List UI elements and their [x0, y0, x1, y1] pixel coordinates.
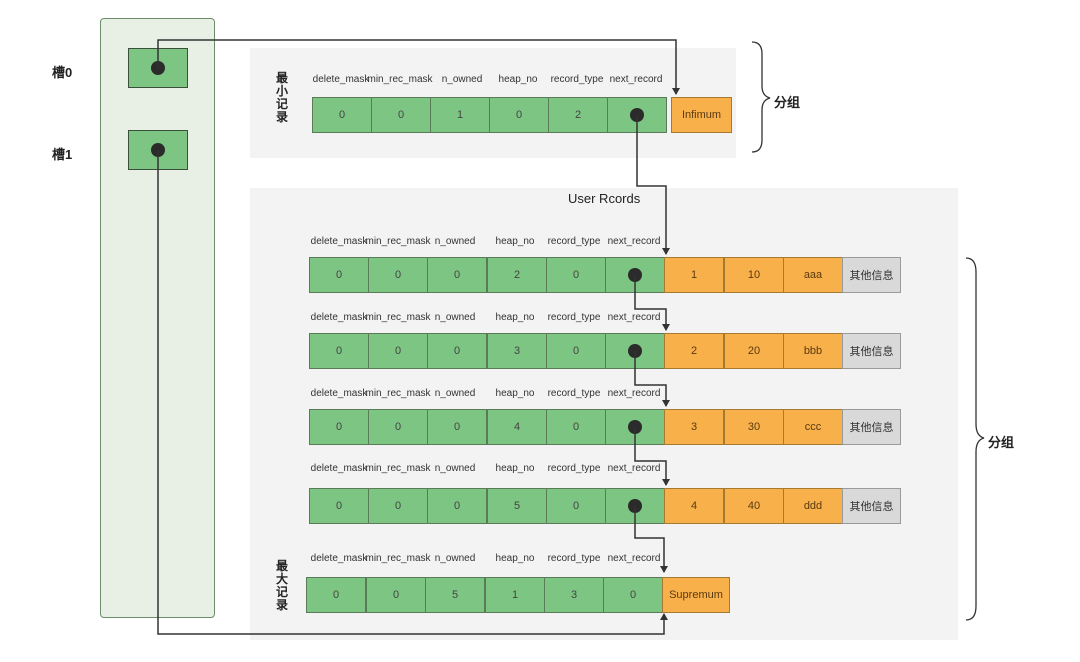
supremum-cell-n-owned: 5	[425, 577, 485, 613]
row-2-header-min-rec-mask: min_rec_mask	[365, 312, 431, 323]
infimum-next-arrow	[636, 115, 670, 255]
row-4-other-info: 其他信息	[842, 488, 901, 524]
row-2-cell-delete-mask: 0	[309, 333, 369, 369]
row-4-header-n-owned: n_owned	[434, 463, 476, 474]
row-2-data-2: 20	[724, 333, 784, 369]
infimum-header-n-owned: n_owned	[441, 74, 483, 85]
row-4-cell-record-type: 0	[546, 488, 606, 524]
row-1-header-heap-no: heap_no	[495, 236, 535, 247]
row-4-cell-min-rec-mask: 0	[368, 488, 428, 524]
row-4-header-next-record: next_record	[607, 463, 661, 474]
row-1-next-arrow	[634, 275, 670, 331]
row-3-data-1: 3	[664, 409, 724, 445]
supremum-header-next-record: next_record	[607, 553, 661, 564]
row-1-data-2: 10	[724, 257, 784, 293]
row-1-other-info: 其他信息	[842, 257, 901, 293]
row-4-cell-n-owned: 0	[427, 488, 487, 524]
row-2-data-1: 2	[664, 333, 724, 369]
row-4-header-record-type: record_type	[547, 463, 601, 474]
row-2-cell-record-type: 0	[546, 333, 606, 369]
supremum-cell-next-record: 0	[603, 577, 663, 613]
row-2-header-heap-no: heap_no	[495, 312, 535, 323]
row-1-data-3: aaa	[783, 257, 843, 293]
row-2-cell-n-owned: 0	[427, 333, 487, 369]
row-3-cell-delete-mask: 0	[309, 409, 369, 445]
row-3-next-arrow	[634, 427, 670, 486]
infimum-header-record-type: record_type	[550, 74, 604, 85]
row-3-cell-heap-no: 4	[487, 409, 547, 445]
row-1-header-record-type: record_type	[547, 236, 601, 247]
row-3-header-heap-no: heap_no	[495, 388, 535, 399]
group-label-top: 分组	[774, 95, 801, 110]
row-4-header-min-rec-mask: min_rec_mask	[365, 463, 431, 474]
infimum-header-min-rec-mask: min_rec_mask	[367, 74, 433, 85]
supremum-cell-record-type: 3	[544, 577, 604, 613]
row-2-other-info: 其他信息	[842, 333, 901, 369]
row-1-cell-min-rec-mask: 0	[368, 257, 428, 293]
supremum-header-delete-mask: delete_mask	[310, 553, 368, 564]
row-4-cell-heap-no: 5	[487, 488, 547, 524]
row-3-header-next-record: next_record	[607, 388, 661, 399]
row-2-data-3: bbb	[783, 333, 843, 369]
user-records-title: User Rcords	[568, 191, 641, 206]
row-3-header-delete-mask: delete_mask	[310, 388, 368, 399]
group-label-bottom: 分组	[988, 435, 1015, 450]
supremum-name-cell: Supremum	[662, 577, 730, 613]
row-1-data-1: 1	[664, 257, 724, 293]
row-1-cell-delete-mask: 0	[309, 257, 369, 293]
row-2-next-arrow	[634, 351, 670, 407]
row-1-header-delete-mask: delete_mask	[310, 236, 368, 247]
supremum-header-record-type: record_type	[547, 553, 601, 564]
infimum-cell-heap-no: 0	[489, 97, 549, 133]
row-3-cell-min-rec-mask: 0	[368, 409, 428, 445]
row-3-data-2: 30	[724, 409, 784, 445]
row-1-header-next-record: next_record	[607, 236, 661, 247]
slot-0-arrow	[157, 39, 680, 95]
row-3-header-min-rec-mask: min_rec_mask	[365, 388, 431, 399]
infimum-cell-record-type: 2	[548, 97, 608, 133]
group-brace-bottom	[965, 257, 985, 621]
row-2-cell-min-rec-mask: 0	[368, 333, 428, 369]
row-2-header-record-type: record_type	[547, 312, 601, 323]
infimum-header-next-record: next_record	[609, 74, 663, 85]
row-3-header-record-type: record_type	[547, 388, 601, 399]
infimum-cell-min-rec-mask: 0	[371, 97, 431, 133]
row-2-cell-heap-no: 3	[487, 333, 547, 369]
row-3-cell-n-owned: 0	[427, 409, 487, 445]
slot-1-label: 槽1	[52, 147, 73, 162]
row-1-cell-n-owned: 0	[427, 257, 487, 293]
row-1-header-min-rec-mask: min_rec_mask	[365, 236, 431, 247]
infimum-header-delete-mask: delete_mask	[312, 74, 370, 85]
row-4-header-heap-no: heap_no	[495, 463, 535, 474]
supremum-header-n-owned: n_owned	[434, 553, 476, 564]
infimum-name-cell: Infimum	[671, 97, 732, 133]
infimum-cell-delete-mask: 0	[312, 97, 372, 133]
slot-1-arrow	[157, 150, 668, 635]
row-3-other-info: 其他信息	[842, 409, 901, 445]
slot-0-label: 槽0	[52, 65, 73, 80]
group-brace-top	[751, 41, 771, 153]
row-2-header-delete-mask: delete_mask	[310, 312, 368, 323]
row-1-cell-heap-no: 2	[487, 257, 547, 293]
row-4-data-2: 40	[724, 488, 784, 524]
row-4-data-1: 4	[664, 488, 724, 524]
infimum-vertical-label: 最小记录	[275, 71, 288, 124]
infimum-cell-n-owned: 1	[430, 97, 490, 133]
supremum-vertical-label: 最大记录	[275, 559, 288, 612]
row-2-header-n-owned: n_owned	[434, 312, 476, 323]
row-4-header-delete-mask: delete_mask	[310, 463, 368, 474]
supremum-cell-min-rec-mask: 0	[366, 577, 426, 613]
row-3-header-n-owned: n_owned	[434, 388, 476, 399]
infimum-header-heap-no: heap_no	[498, 74, 538, 85]
supremum-header-min-rec-mask: min_rec_mask	[365, 553, 431, 564]
supremum-header-heap-no: heap_no	[495, 553, 535, 564]
supremum-cell-delete-mask: 0	[306, 577, 366, 613]
row-1-header-n-owned: n_owned	[434, 236, 476, 247]
row-2-header-next-record: next_record	[607, 312, 661, 323]
row-4-next-arrow	[634, 506, 668, 573]
row-4-cell-delete-mask: 0	[309, 488, 369, 524]
